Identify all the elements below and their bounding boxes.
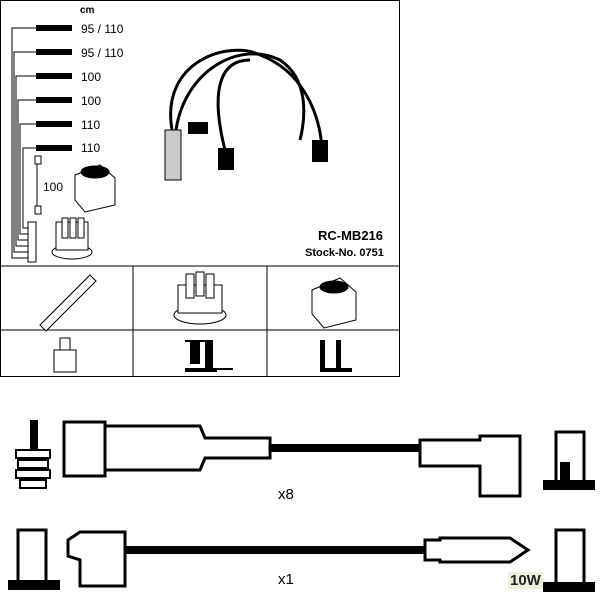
cable-type-b <box>8 528 595 592</box>
spec-box-frame <box>0 0 400 377</box>
length-label-5: 110 <box>81 118 101 132</box>
watermark: 10W <box>508 572 543 589</box>
length-label-4: 100 <box>81 94 102 108</box>
cable-loop <box>169 48 324 151</box>
unit-label: cm <box>80 5 95 16</box>
ignition-coil-small <box>74 164 116 213</box>
part-number: RC-MB216 <box>318 228 384 243</box>
plug-boot-straight <box>164 129 182 181</box>
connector-icons <box>36 25 72 151</box>
cable-type-a <box>15 420 595 498</box>
length-label-2: 95 / 110 <box>81 46 124 60</box>
spark-plug-icon <box>39 274 97 332</box>
terminal-tower-icon <box>185 340 352 372</box>
coil-lead-length: 100 <box>43 180 64 194</box>
terminal-screw-icon <box>53 337 77 373</box>
length-label-3: 100 <box>81 70 102 84</box>
quantity-type-b: x1 <box>278 571 294 588</box>
distributor-cap-icon <box>173 271 227 325</box>
distributor-cap-small <box>51 217 93 260</box>
stock-number: Stock-No. 0751 <box>305 247 384 259</box>
plug-boot-angled <box>188 122 328 170</box>
length-label-1: 95 / 110 <box>81 22 124 36</box>
cable-schematic <box>11 27 38 259</box>
quantity-type-a: x8 <box>278 486 294 503</box>
length-label-6: 110 <box>81 141 101 155</box>
ignition-coil-icon <box>311 277 357 329</box>
